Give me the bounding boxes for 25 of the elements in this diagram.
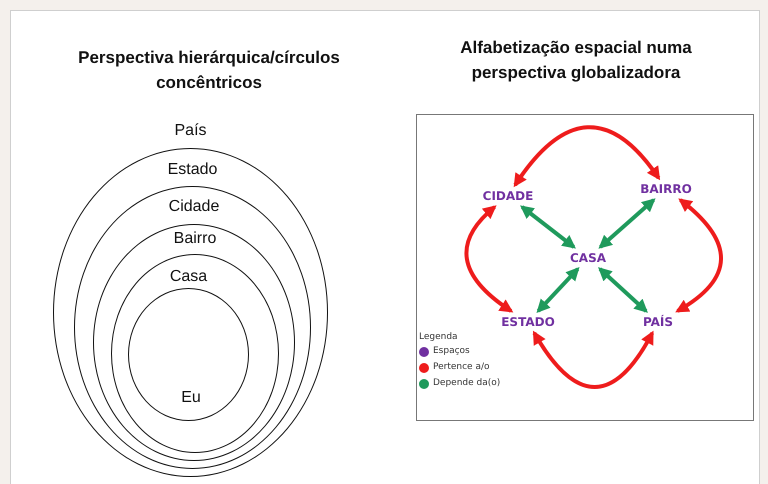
place-label: ESTADO xyxy=(499,314,557,330)
place-label: BAIRRO xyxy=(638,181,694,197)
double-arrow xyxy=(464,205,514,313)
heading: Alfabetização espacial numa perspectiva globalizadora xyxy=(459,37,693,84)
ring-label: Estado xyxy=(168,161,218,179)
ring-label: Bairro xyxy=(174,230,216,248)
place-label: CASA xyxy=(568,250,608,266)
legend-label: Depende da(o) xyxy=(433,378,500,388)
place-label: CIDADE xyxy=(480,188,536,204)
center-label: Eu xyxy=(181,389,201,407)
double-arrow xyxy=(598,198,656,249)
double-arrow xyxy=(532,330,654,389)
ring-label: Cidade xyxy=(168,198,220,216)
ring-label: Casa xyxy=(170,268,208,286)
legend-label: Espaços xyxy=(433,346,470,356)
double-arrow xyxy=(520,205,576,249)
legend-title: Legenda xyxy=(419,332,458,342)
heading: Perspectiva hierárquica/círculos concêntricos xyxy=(77,47,341,94)
double-arrow xyxy=(598,267,648,313)
double-arrow xyxy=(514,125,660,188)
place-label: PAÍS xyxy=(640,314,676,330)
ring-label: País xyxy=(174,122,206,140)
double-arrow xyxy=(675,198,723,313)
double-arrow xyxy=(536,267,580,313)
legend-label: Pertence a/o xyxy=(433,362,490,372)
